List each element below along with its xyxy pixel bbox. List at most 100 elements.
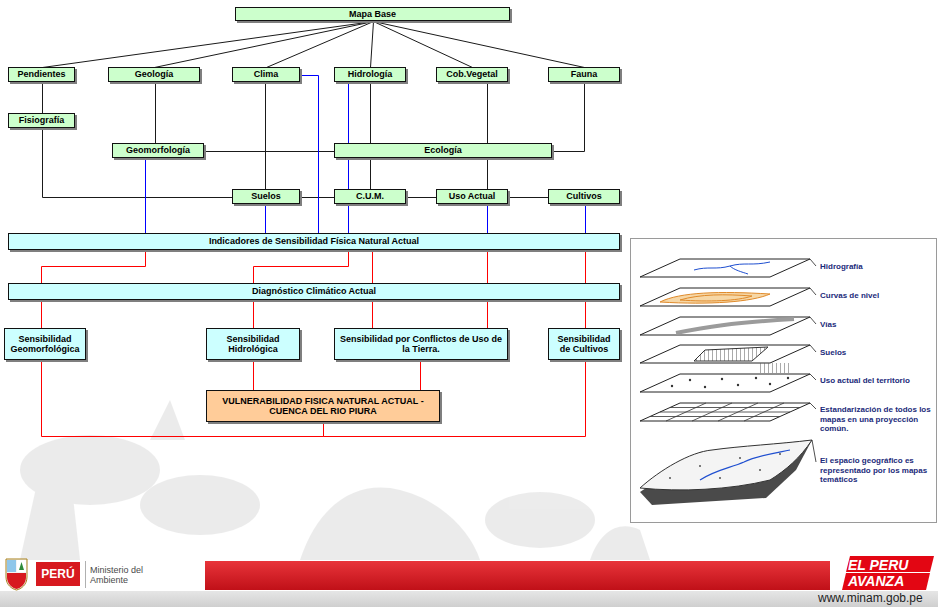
box-text: Uso Actual [449, 191, 496, 201]
logo-text: Ministerio del Ambiente [90, 565, 156, 585]
watermark-shape [485, 492, 595, 548]
river-line [694, 262, 770, 274]
terrain-dots [669, 453, 781, 479]
soil-patch [694, 347, 768, 361]
connector [372, 301, 373, 329]
watermark-photo [20, 400, 650, 560]
map-layer [640, 259, 810, 277]
process-box: Suelos [232, 189, 300, 204]
process-box: Pendientes [8, 67, 75, 82]
watermark-shape [20, 440, 80, 560]
box-text: Sensibilidad Hidrológica [211, 334, 295, 355]
box-text: Geomorfología [126, 145, 190, 155]
dot [787, 377, 789, 379]
website-url: www.minam.gob.pe [818, 592, 934, 605]
process-box: Uso Actual [436, 189, 508, 204]
box-text: Indicadores de Sensibilidad Física Natur… [209, 236, 419, 246]
connector [372, 251, 373, 284]
connector [301, 76, 319, 234]
box-text: Fisiografía [19, 115, 65, 125]
connector [585, 205, 586, 234]
layer-label: Curvas de nivel [820, 291, 934, 301]
process-box: Sensibilidad de Cultivos [548, 328, 620, 360]
process-box: Geología [108, 67, 200, 82]
connector [43, 129, 233, 198]
box-text: Sensibilidad por Conflictos de Uso de la… [339, 334, 503, 355]
layer-label: Vías [820, 320, 934, 330]
box-text: VULNERABILIDAD FISICA NATURAL ACTUAL - C… [211, 396, 435, 417]
map-layer [640, 288, 810, 306]
connector [487, 301, 488, 329]
watermark-shape [140, 475, 260, 535]
shield-part [7, 560, 16, 572]
connector [267, 22, 374, 68]
logo-separator [85, 561, 86, 588]
connector [407, 197, 437, 198]
connector [585, 251, 586, 284]
contour-line [660, 293, 770, 304]
connector [370, 83, 371, 144]
leader-line [810, 345, 816, 352]
box-text: Pendientes [17, 69, 65, 79]
box-text: Cultivos [566, 191, 602, 201]
connector [374, 22, 585, 68]
river-line [700, 450, 790, 480]
box-text: Fauna [571, 69, 598, 79]
box-text: Clima [254, 69, 279, 79]
process-box: Fisiografía [8, 113, 75, 128]
layer-label: Suelos [820, 348, 934, 358]
dot [779, 453, 781, 455]
leader-line [810, 317, 816, 324]
layer-label: Hidrografía [820, 262, 934, 272]
box-text: Sensibilidad Geomorfológica [9, 334, 81, 355]
shield-part [7, 573, 26, 589]
footer-red-bar [205, 561, 830, 590]
map-layer [640, 345, 810, 363]
logo-text: EL PERU AVANZA [848, 557, 930, 589]
process-box: Sensibilidad Geomorfológica [4, 328, 86, 360]
process-box: Hidrología [334, 67, 406, 82]
shield-outline [6, 559, 27, 590]
connector [155, 83, 156, 144]
shield-part [17, 560, 26, 572]
connector [41, 301, 42, 329]
grid-line [744, 403, 784, 421]
connector [42, 251, 146, 284]
map-layer [640, 317, 810, 335]
connector [348, 205, 349, 234]
process-box: Cultivos [548, 189, 620, 204]
box-text: Sensibilidad de Cultivos [553, 334, 615, 355]
layer-note: El espacio geográfico es representado po… [820, 456, 932, 485]
connector [205, 151, 335, 152]
leader-line [810, 374, 816, 380]
dot [721, 378, 723, 380]
logo-text: PERÚ [36, 567, 80, 581]
connector [42, 83, 43, 114]
dot [759, 469, 761, 471]
leader-line [810, 403, 816, 409]
terrain-solid [640, 440, 812, 505]
grid-line [666, 403, 706, 421]
panel-frame [631, 239, 937, 523]
connector [371, 22, 374, 68]
dot [699, 465, 701, 467]
box-text: Hidrología [348, 69, 393, 79]
contour-line [680, 295, 752, 301]
process-box: Diagnóstico Climático Actual [8, 283, 620, 300]
dot [769, 383, 771, 385]
footer-strip [0, 591, 938, 607]
soil-drop [760, 363, 790, 373]
road-line [676, 319, 794, 333]
map-layer [640, 403, 810, 421]
process-box: Fauna [548, 67, 620, 82]
grid-line [660, 412, 790, 413]
watermark-shape [150, 400, 185, 440]
connector [43, 22, 374, 68]
dot [671, 385, 673, 387]
grid-line [692, 403, 732, 421]
dot [719, 477, 721, 479]
connector [487, 83, 488, 144]
connector [585, 301, 586, 329]
process-box: VULNERABILIDAD FISICA NATURAL ACTUAL - C… [206, 390, 440, 422]
